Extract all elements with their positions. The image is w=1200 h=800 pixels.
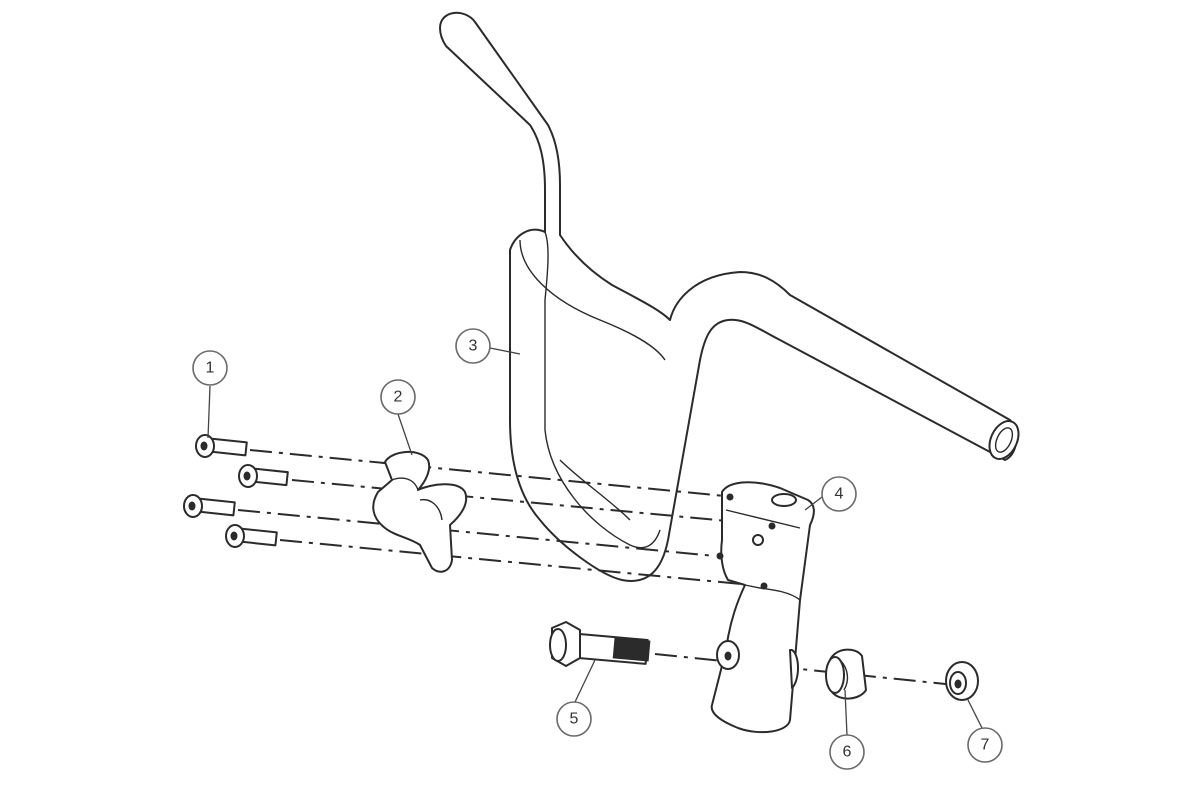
handlebar-inner-line-1 [519,239,666,361]
callout-4: 4 [821,476,857,512]
callout-label-3: 3 [469,338,478,355]
callout-label-4: 4 [835,486,844,503]
handlebar-inner-line-3 [559,459,631,521]
screw [183,494,236,518]
leader-line-1 [207,385,211,439]
screws-part-1 [183,434,289,548]
leader-line-6 [844,689,848,736]
leader-line-5 [574,659,596,703]
axis-line-bolt-4 [279,539,763,587]
bolt-part-5 [549,621,651,667]
callout-label-7: 7 [981,737,990,754]
leader-line-4 [804,496,823,511]
screw [195,434,248,458]
handlebar-tube-outline [439,12,1018,582]
callout-label-5: 5 [570,711,579,728]
leader-line-7 [967,699,983,729]
axis-line-bolt-2 [291,479,771,526]
bushing-part-6 [825,648,867,700]
callout-6: 6 [829,734,865,770]
handlebar [439,12,1020,582]
handlebar-end-inner [994,427,1014,453]
callout-5: 5 [556,701,592,737]
nut-part-7 [945,661,979,701]
alignment-lines [237,449,956,686]
clamp-part-2 [372,451,468,573]
callout-3: 3 [455,328,491,364]
callout-label-1: 1 [206,360,215,377]
screw [225,524,278,548]
handlebar-inner-line-2 [544,231,661,549]
leader-line-2 [397,413,413,456]
leader-line-3 [489,347,521,355]
screw [238,464,289,488]
callout-2: 2 [380,379,416,415]
callout-1: 1 [192,350,228,386]
callout-label-2: 2 [394,389,403,406]
leader-lines [207,347,983,736]
axis-line-pivot [654,653,956,686]
riser-part-4 [710,481,815,734]
callout-7: 7 [967,727,1003,763]
callout-label-6: 6 [843,744,852,761]
